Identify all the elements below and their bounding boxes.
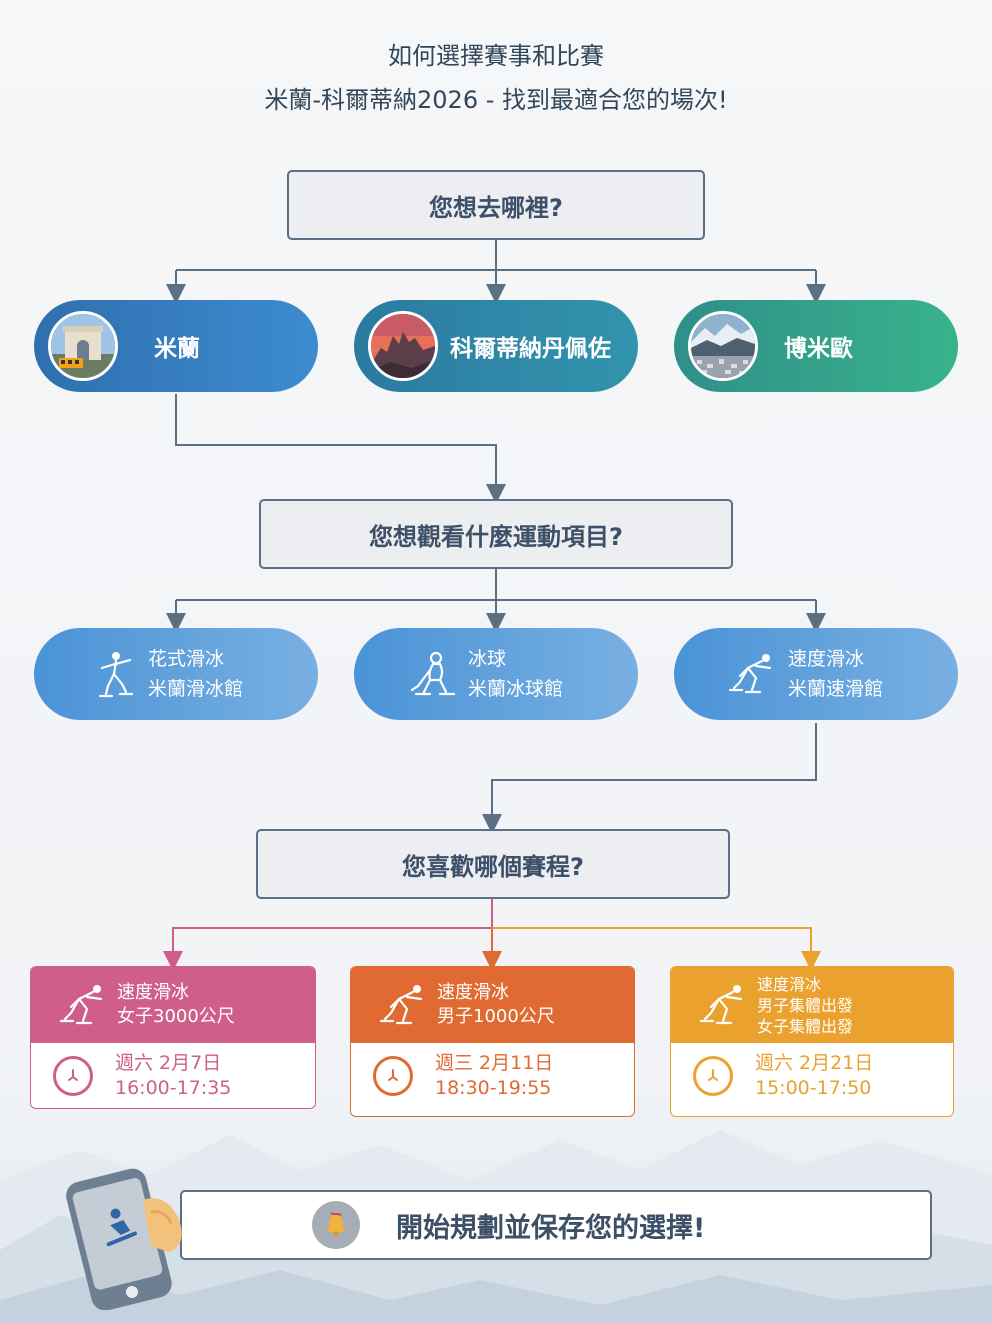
location-label: 科爾蒂納丹佩佐: [450, 336, 611, 362]
question-where: 您想去哪裡?: [287, 170, 705, 240]
clock-icon: [53, 1056, 93, 1096]
event-card-header: 速度滑冰 男子集體出發 女子集體出發: [671, 967, 953, 1043]
bell-icon: [312, 1201, 360, 1249]
question-sport: 您想觀看什麼運動項目?: [259, 499, 733, 569]
event-name: 女子集體出發: [757, 1016, 854, 1036]
speed-skater-icon: [728, 654, 772, 694]
location-milan[interactable]: 米蘭: [34, 300, 318, 392]
sport-name: 花式滑冰: [148, 648, 225, 670]
bormio-town-photo: [688, 311, 758, 381]
event-card-header: 速度滑冰 男子1000公尺: [351, 967, 634, 1043]
clock-icon: [693, 1056, 733, 1096]
sport-venue: 米蘭冰球館: [468, 678, 564, 700]
sport-ice-hockey[interactable]: 冰球 米蘭冰球館: [354, 628, 638, 720]
event-time: 16:00-17:35: [115, 1077, 232, 1099]
clock-icon: [373, 1056, 413, 1096]
sport-name: 冰球: [468, 648, 507, 670]
start-planning-button[interactable]: 開始規劃並保存您的選擇!: [180, 1190, 932, 1260]
sport-venue: 米蘭速滑館: [788, 678, 884, 700]
location-label: 米蘭: [154, 336, 200, 362]
speed-skater-icon: [379, 985, 423, 1025]
sport-figure-skating[interactable]: 花式滑冰 米蘭滑冰館: [34, 628, 318, 720]
event-card-men-1000m[interactable]: 速度滑冰 男子1000公尺 週三 2月11日 18:30-19:55: [350, 966, 635, 1117]
location-cortina[interactable]: 科爾蒂納丹佩佐: [354, 300, 638, 392]
milan-arch-photo: [48, 311, 118, 381]
event-time: 15:00-17:50: [755, 1077, 872, 1099]
event-day: 週六 2月21日: [755, 1052, 874, 1074]
event-card-women-3000m[interactable]: 速度滑冰 女子3000公尺 週六 2月7日 16:00-17:35: [30, 966, 316, 1109]
cta-label: 開始規劃並保存您的選擇!: [396, 1212, 706, 1244]
sport-speed-skating[interactable]: 速度滑冰 米蘭速滑館: [674, 628, 958, 720]
event-card-header: 速度滑冰 女子3000公尺: [31, 967, 315, 1043]
speed-skater-icon: [699, 985, 743, 1025]
event-name: 男子1000公尺: [437, 1006, 555, 1027]
ice-hockey-icon: [410, 651, 456, 696]
sport-venue: 米蘭滑冰館: [148, 678, 244, 700]
sport-name: 速度滑冰: [788, 648, 865, 670]
speed-skater-icon: [59, 985, 103, 1025]
dolomites-sunset-photo: [368, 311, 438, 381]
location-label: 博米歐: [784, 336, 853, 362]
event-card-mass-start[interactable]: 速度滑冰 男子集體出發 女子集體出發 週六 2月21日 15:00-17:50: [670, 966, 954, 1117]
event-time: 18:30-19:55: [435, 1077, 552, 1099]
event-sport: 速度滑冰: [117, 982, 189, 1003]
question-schedule: 您喜歡哪個賽程?: [256, 829, 730, 899]
page-title: 如何選擇賽事和比賽: [388, 42, 604, 70]
page-subtitle: 米蘭-科爾蒂納2026 - 找到最適合您的場次!: [264, 86, 728, 114]
event-day: 週三 2月11日: [435, 1052, 554, 1074]
location-bormio[interactable]: 博米歐: [674, 300, 958, 392]
event-sport: 速度滑冰: [437, 982, 509, 1003]
event-name: 男子集體出發: [757, 995, 854, 1015]
phone-hand-icon: [66, 1168, 182, 1310]
event-name: 女子3000公尺: [117, 1006, 235, 1027]
figure-skater-icon: [98, 652, 134, 698]
event-day: 週六 2月7日: [115, 1052, 222, 1074]
event-sport: 速度滑冰: [757, 974, 822, 994]
